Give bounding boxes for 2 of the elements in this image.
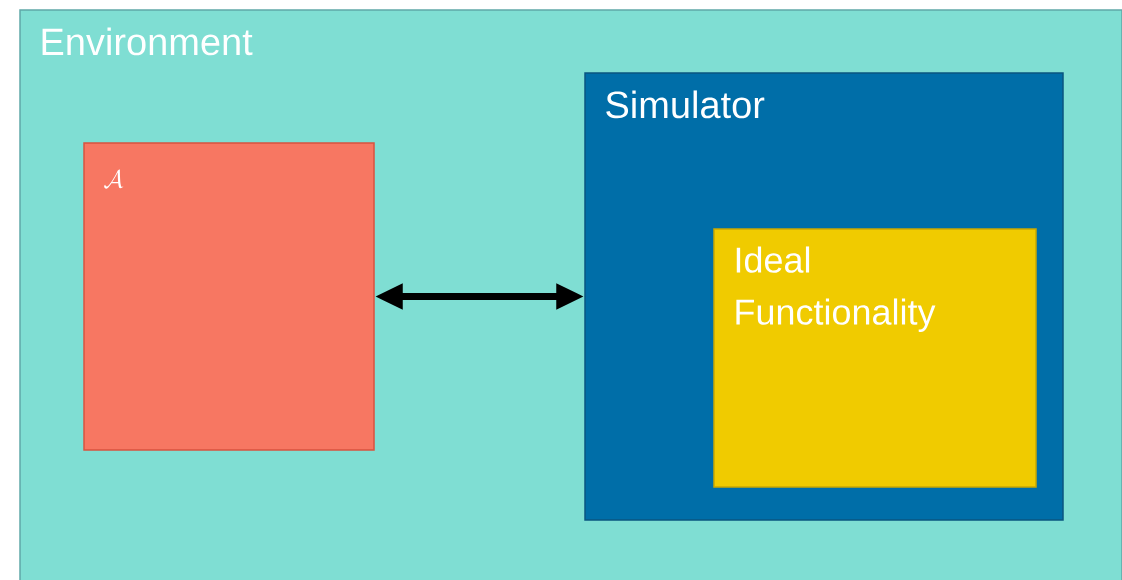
adversary-box: $\mathcal{A}$ (83, 142, 375, 451)
functionality-box: Ideal Functionality (713, 228, 1037, 488)
